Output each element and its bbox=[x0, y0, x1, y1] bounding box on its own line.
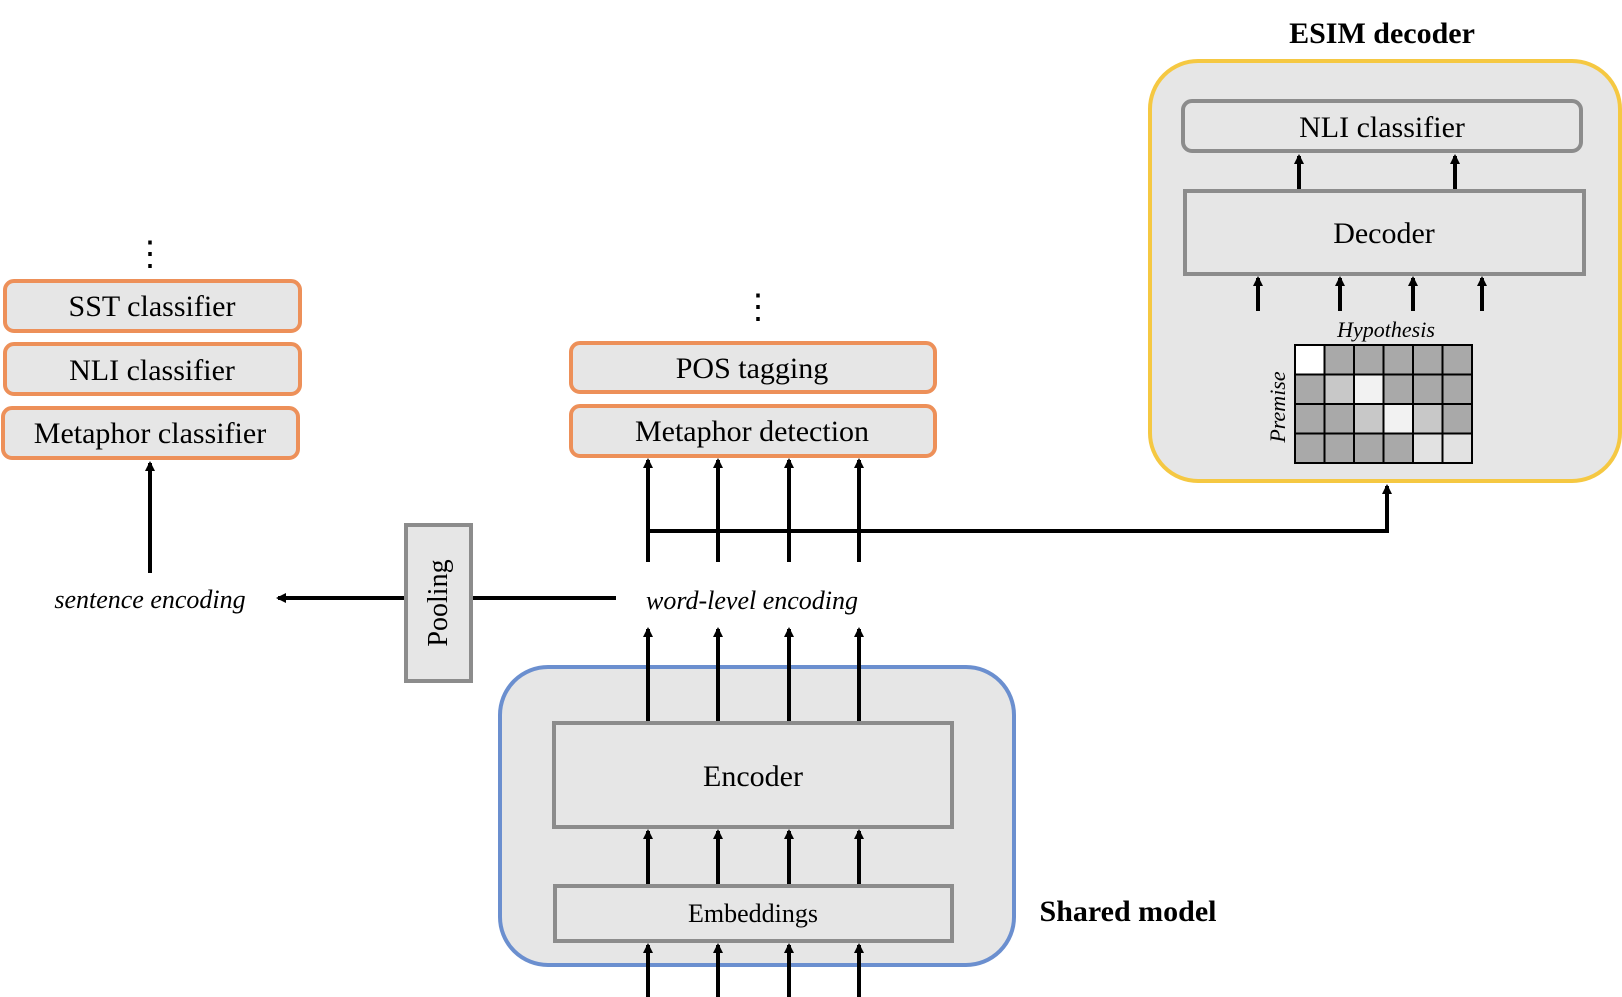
attention-cell bbox=[1353, 403, 1385, 435]
attention-cell bbox=[1382, 344, 1414, 376]
decoder-label: Decoder bbox=[1333, 217, 1435, 250]
esim-nli-classifier-label: NLI classifier bbox=[1299, 111, 1465, 144]
metaphor-detection-label: Metaphor detection bbox=[635, 415, 869, 448]
attention-cell bbox=[1294, 403, 1326, 435]
attention-cell bbox=[1294, 344, 1326, 376]
hypothesis-label: Hypothesis bbox=[1336, 317, 1435, 342]
attention-cell bbox=[1353, 432, 1385, 464]
attention-grid bbox=[1294, 344, 1473, 464]
premise-label: Premise bbox=[1265, 371, 1290, 444]
attention-cell bbox=[1441, 373, 1473, 405]
attention-cell bbox=[1353, 373, 1385, 405]
pos-tagging-box bbox=[569, 341, 937, 394]
arrow-word-to-esim bbox=[646, 484, 1392, 533]
sst-classifier-label: SST classifier bbox=[69, 290, 236, 323]
left-stack-ellipsis: ⋮ bbox=[133, 236, 167, 273]
left-nli-classifier-box bbox=[3, 342, 302, 396]
attention-cell bbox=[1294, 373, 1326, 405]
attention-cell bbox=[1353, 344, 1385, 376]
encoder-label: Encoder bbox=[703, 760, 803, 793]
encoder-box bbox=[552, 721, 954, 829]
attention-cell bbox=[1323, 344, 1355, 376]
embeddings-label: Embeddings bbox=[688, 899, 818, 928]
attention-cell bbox=[1441, 403, 1473, 435]
esim-nli-classifier-box bbox=[1181, 99, 1583, 153]
pooling-box bbox=[404, 523, 473, 683]
pos-tagging-label: POS tagging bbox=[676, 352, 829, 385]
attention-cell bbox=[1412, 432, 1444, 464]
sentence-encoding-label: sentence encoding bbox=[54, 585, 245, 614]
left-nli-classifier-label: NLI classifier bbox=[69, 354, 235, 387]
attention-cell bbox=[1323, 432, 1355, 464]
attention-cell bbox=[1382, 373, 1414, 405]
shared-model-title: Shared model bbox=[1040, 895, 1217, 928]
pooling-label: Pooling bbox=[423, 559, 454, 646]
attention-cell bbox=[1323, 373, 1355, 405]
word-level-encoding-label: word-level encoding bbox=[646, 586, 858, 615]
metaphor-classifier-box bbox=[1, 406, 300, 460]
attention-cell bbox=[1382, 403, 1414, 435]
attention-cell bbox=[1412, 344, 1444, 376]
esim-decoder-title: ESIM decoder bbox=[1289, 17, 1475, 50]
middle-stack-ellipsis: ⋮ bbox=[741, 289, 775, 326]
attention-cell bbox=[1412, 373, 1444, 405]
attention-cell bbox=[1382, 432, 1414, 464]
metaphor-detection-box bbox=[569, 404, 937, 458]
attention-cell bbox=[1294, 432, 1326, 464]
attention-cell bbox=[1441, 432, 1473, 464]
embeddings-box bbox=[553, 884, 954, 943]
sst-classifier-box bbox=[3, 279, 302, 333]
decoder-box bbox=[1183, 189, 1586, 276]
attention-cell bbox=[1323, 403, 1355, 435]
attention-cell bbox=[1441, 344, 1473, 376]
attention-cell bbox=[1412, 403, 1444, 435]
metaphor-classifier-label: Metaphor classifier bbox=[34, 417, 266, 450]
